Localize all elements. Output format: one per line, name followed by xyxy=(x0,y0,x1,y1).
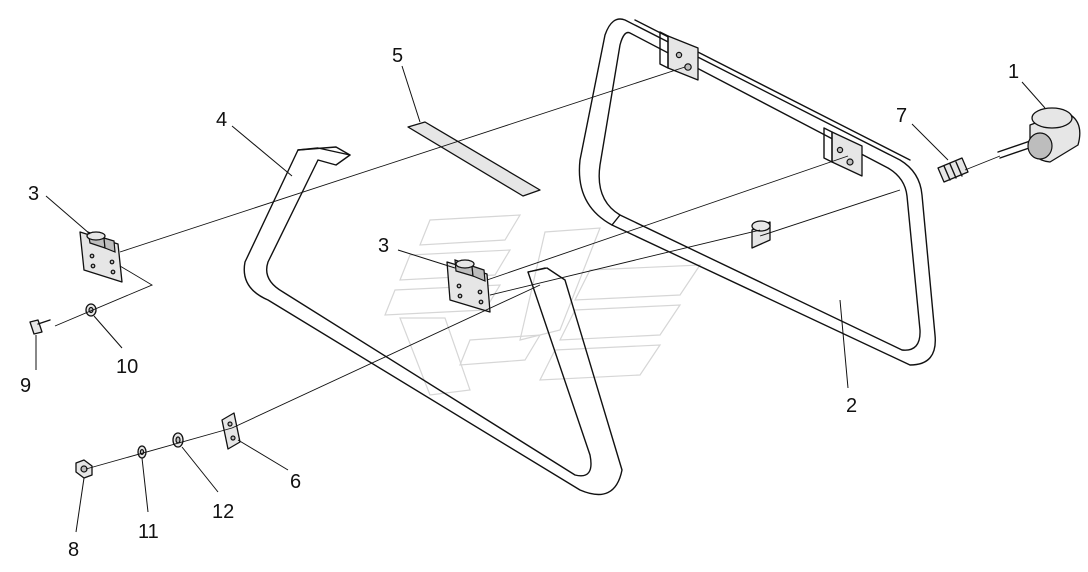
part-10-washer xyxy=(85,303,97,317)
callout-10: 10 xyxy=(116,356,138,378)
callout-2: 2 xyxy=(846,395,857,417)
part-2-frame xyxy=(578,18,936,366)
callout-labels: 1 2 3 3 4 5 6 7 8 9 10 11 12 xyxy=(20,45,1019,561)
callout-12: 12 xyxy=(212,501,234,523)
callout-1: 1 xyxy=(1008,61,1019,83)
part-8-nut xyxy=(75,459,93,479)
callout-4: 4 xyxy=(216,109,227,131)
part-12-washer xyxy=(172,432,184,448)
part-1-knob xyxy=(997,107,1081,163)
callout-8: 8 xyxy=(68,539,79,561)
leader-lines xyxy=(35,65,1046,533)
callout-9: 9 xyxy=(20,375,31,397)
callout-6: 6 xyxy=(290,471,301,493)
part-11-washer xyxy=(137,445,147,459)
part-9-bolt xyxy=(29,319,51,335)
part-6-plate xyxy=(221,412,241,450)
watermark-logo xyxy=(384,214,702,396)
callout-3-middle: 3 xyxy=(378,235,389,257)
callout-5: 5 xyxy=(392,45,403,67)
part-7-spring xyxy=(937,157,969,183)
assembly-axis-lines xyxy=(54,66,1001,470)
callout-7: 7 xyxy=(896,105,907,127)
part-5-strip xyxy=(407,121,541,197)
callout-3-left: 3 xyxy=(28,183,39,205)
part-4-u-bar xyxy=(243,146,623,496)
part-3-hinge-middle xyxy=(446,259,491,313)
part-3-hinge-left xyxy=(79,231,123,283)
callout-11: 11 xyxy=(138,521,159,543)
